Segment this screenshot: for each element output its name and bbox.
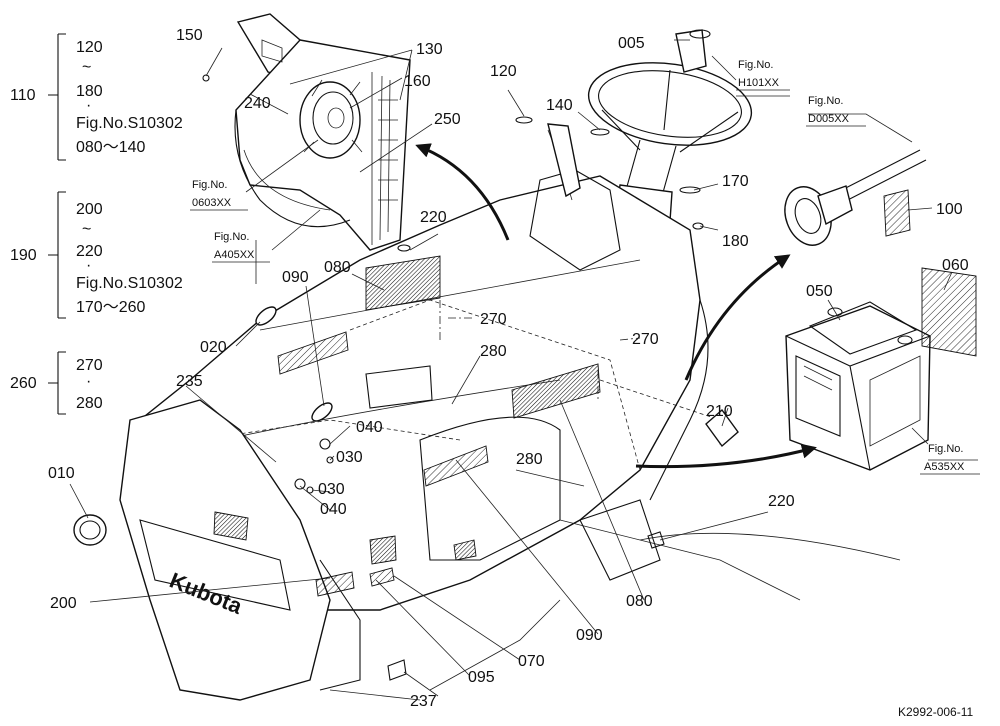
part-label: 020 xyxy=(200,339,227,356)
group-legend-260: 260 270 · 280 xyxy=(10,351,103,415)
part-label: 220 xyxy=(768,493,795,510)
front-grille: Kubota xyxy=(119,399,901,701)
group-legend-190: 190 200 ~ 220 · Fig.No.S10302 170～260 xyxy=(10,191,183,319)
part-label: 270 xyxy=(632,331,659,348)
fig-ref: A405XX xyxy=(214,249,255,261)
part-label: 237 xyxy=(410,693,437,710)
fig-ref: H101XX xyxy=(738,77,780,89)
decal-080-lower xyxy=(511,363,601,419)
part-labels: 150 130 160 240 250 Fig.No. 0603XX Fig.N… xyxy=(48,27,980,710)
part-label: 080 xyxy=(324,259,351,276)
group-line: ~ xyxy=(82,221,91,238)
fig-ref: Fig.No. xyxy=(808,95,843,107)
group-line: 270 xyxy=(76,357,103,374)
part-220-lower xyxy=(647,531,665,549)
fig-ref: Fig.No. xyxy=(738,59,773,71)
part-label: 210 xyxy=(706,403,733,420)
part-label: 220 xyxy=(420,209,447,226)
diagram-id: K2992-006-11 xyxy=(898,705,973,719)
decal-100 xyxy=(883,189,911,237)
group-line: · xyxy=(86,373,91,390)
part-label: 090 xyxy=(576,627,603,644)
part-label: 150 xyxy=(176,27,203,44)
group-line: 080～140 xyxy=(76,139,145,156)
small-parts xyxy=(73,74,739,549)
part-label: 280 xyxy=(516,451,543,468)
group-line: 170～260 xyxy=(76,299,145,316)
part-label: 010 xyxy=(48,465,75,482)
decals xyxy=(277,189,977,681)
group-line: 280 xyxy=(76,395,103,412)
fig-ref: Fig.No. xyxy=(214,231,249,243)
group-code: 110 xyxy=(10,87,36,104)
part-label: 030 xyxy=(336,449,363,466)
part-label: 090 xyxy=(282,269,309,286)
decal-280-upper xyxy=(365,365,433,409)
explode-arrows xyxy=(415,143,817,469)
part-label: 080 xyxy=(626,593,653,610)
part-label: 270 xyxy=(480,311,507,328)
group-line: ~ xyxy=(82,59,91,76)
part-label: 005 xyxy=(618,35,645,52)
group-line: 120 xyxy=(76,39,103,56)
part-label: 030 xyxy=(318,481,345,498)
steering-shaft xyxy=(784,149,927,246)
group-line: 200 xyxy=(76,201,103,218)
decal-090-lower xyxy=(423,445,489,487)
part-label: 235 xyxy=(176,373,203,390)
group-code: 190 xyxy=(10,247,37,264)
part-210 xyxy=(705,408,739,448)
decal-237 xyxy=(387,659,407,681)
group-line: Fig.No.S10302 xyxy=(76,115,183,132)
fig-ref: 0603XX xyxy=(192,197,232,209)
fig-ref: Fig.No. xyxy=(928,443,963,455)
part-label: 040 xyxy=(320,501,347,518)
arrow-shaft xyxy=(684,254,791,381)
part-label: 160 xyxy=(404,73,431,90)
part-label: 240 xyxy=(244,95,271,112)
part-120 xyxy=(515,116,533,124)
part-label: 060 xyxy=(942,257,969,274)
group-code: 260 xyxy=(10,375,37,392)
arrow-battery xyxy=(635,443,817,469)
decal-060 xyxy=(921,267,977,357)
radiator-assembly xyxy=(234,13,411,251)
part-label: 070 xyxy=(518,653,545,670)
part-label: 120 xyxy=(490,63,517,80)
battery xyxy=(785,301,931,471)
group-line: Fig.No.S10302 xyxy=(76,275,183,292)
part-label: 040 xyxy=(356,419,383,436)
decal-080-upper xyxy=(365,255,441,311)
group-line: 220 xyxy=(76,243,103,260)
arrow-radiator xyxy=(415,143,510,241)
group-legend-110: 110 120 ~ 180 · Fig.No.S10302 080～140 xyxy=(10,33,183,161)
part-label: 170 xyxy=(722,173,749,190)
leader-lines xyxy=(69,39,978,697)
fig-ref: D005XX xyxy=(808,113,850,125)
part-label: 250 xyxy=(434,111,461,128)
fig-ref: A535XX xyxy=(924,461,965,473)
group-line: 180 xyxy=(76,83,103,100)
part-label: 280 xyxy=(480,343,507,360)
decal-090-upper xyxy=(277,331,349,375)
decal-095 xyxy=(369,567,395,587)
part-label: 200 xyxy=(50,595,77,612)
part-label: 050 xyxy=(806,283,833,300)
decal-200 xyxy=(315,571,355,597)
part-label: 180 xyxy=(722,233,749,250)
group-line: · xyxy=(86,257,91,274)
lens-020 xyxy=(255,306,277,326)
fig-ref: Fig.No. xyxy=(192,179,227,191)
part-label: 130 xyxy=(416,41,443,58)
emblem-010 xyxy=(73,514,107,546)
part-label: 100 xyxy=(936,201,963,218)
part-label: 095 xyxy=(468,669,495,686)
lens-090 xyxy=(311,402,333,422)
part-label: 140 xyxy=(546,97,573,114)
group-line: · xyxy=(86,97,91,114)
